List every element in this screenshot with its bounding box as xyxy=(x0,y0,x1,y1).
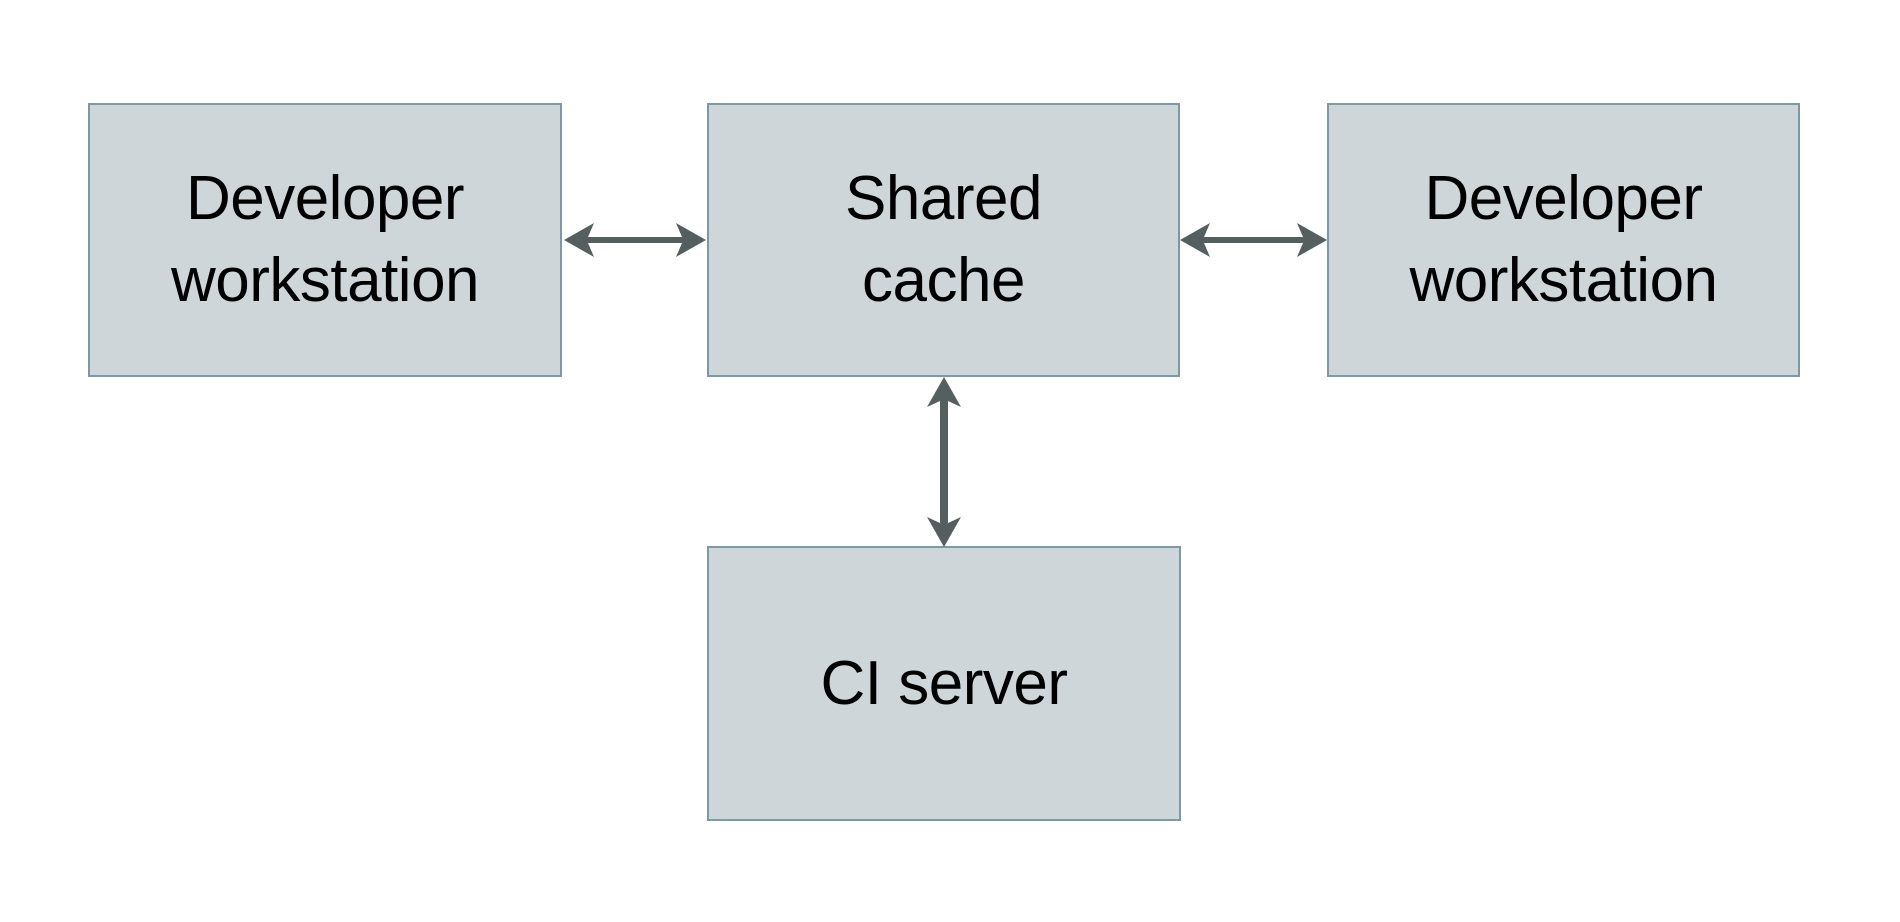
node-label: Shared cache xyxy=(845,164,1042,315)
edge-shared-cache-to-ci-server xyxy=(918,374,970,550)
double-arrow-horizontal-icon xyxy=(1180,223,1327,257)
double-arrow-horizontal-icon xyxy=(564,223,706,257)
node-developer-workstation-left[interactable]: Developer workstation xyxy=(88,103,562,377)
node-shared-cache[interactable]: Shared cache xyxy=(707,103,1180,377)
double-arrow-vertical-icon xyxy=(927,377,961,547)
node-ci-server[interactable]: CI server xyxy=(707,546,1181,821)
node-label: CI server xyxy=(820,648,1068,718)
node-developer-workstation-right[interactable]: Developer workstation xyxy=(1327,103,1800,377)
node-label: Developer workstation xyxy=(170,164,480,315)
edge-shared-cache-to-developer-right xyxy=(1176,215,1331,265)
node-label: Developer workstation xyxy=(1409,164,1718,315)
edge-developer-left-to-shared-cache xyxy=(560,215,710,265)
